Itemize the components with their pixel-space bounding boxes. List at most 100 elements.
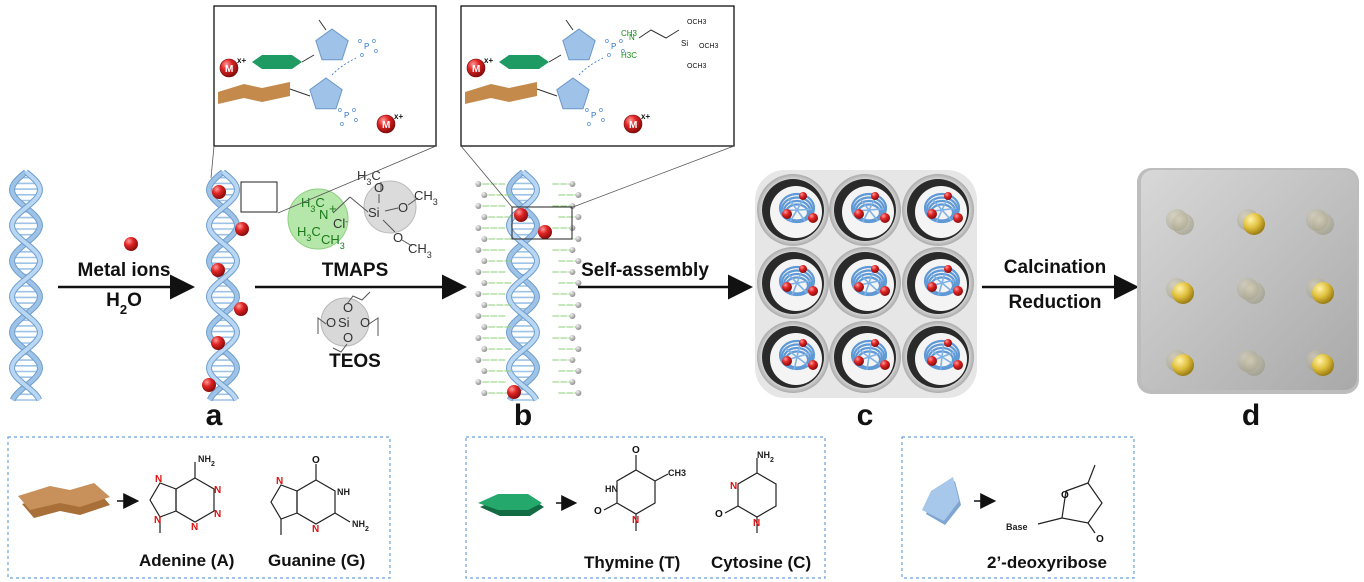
pore-cell bbox=[902, 321, 974, 393]
svg-text:o: o bbox=[360, 52, 364, 59]
svg-text:x+: x+ bbox=[641, 112, 650, 121]
svg-text:O: O bbox=[326, 315, 336, 330]
svg-text:x+: x+ bbox=[237, 56, 246, 65]
dna-helix-with-silica-precursors bbox=[475, 169, 582, 402]
thymine-structure bbox=[603, 455, 669, 531]
svg-text:o: o bbox=[358, 38, 362, 45]
svg-text:x+: x+ bbox=[484, 56, 493, 65]
metal-nanoparticle bbox=[1172, 354, 1194, 376]
svg-text:O: O bbox=[343, 300, 353, 315]
tmaps-structure: H3C N + H3C CH3 Cl- Si O H3C O CH3 O CH3 bbox=[287, 168, 438, 260]
guanine-structure bbox=[270, 464, 351, 535]
metal-ion bbox=[202, 378, 216, 392]
panel-label-c: c bbox=[857, 399, 874, 432]
svg-text:NH2: NH2 bbox=[757, 450, 774, 464]
svg-text:o: o bbox=[354, 117, 358, 124]
svg-text:M: M bbox=[382, 120, 390, 131]
svg-text:Cl-: Cl- bbox=[333, 216, 348, 231]
pyrimidine-shape bbox=[478, 494, 544, 516]
svg-text:o: o bbox=[621, 48, 625, 55]
svg-text:O: O bbox=[393, 230, 403, 245]
svg-text:H3C: H3C bbox=[301, 195, 325, 214]
svg-text:OCH3: OCH3 bbox=[699, 43, 719, 50]
label-metal-ions: Metal ions bbox=[78, 260, 171, 281]
svg-text:CH3: CH3 bbox=[408, 241, 432, 260]
metal-ion bbox=[538, 225, 552, 239]
svg-text:Si: Si bbox=[681, 39, 688, 48]
svg-text:o: o bbox=[601, 117, 605, 124]
svg-text:CH3: CH3 bbox=[668, 468, 686, 478]
svg-text:CH3: CH3 bbox=[621, 29, 638, 38]
svg-text:N: N bbox=[312, 524, 319, 535]
pore-cell bbox=[757, 321, 829, 393]
svg-text:o: o bbox=[619, 38, 623, 45]
svg-text:OCH3: OCH3 bbox=[687, 19, 707, 26]
svg-text:o: o bbox=[585, 107, 589, 114]
svg-text:N: N bbox=[155, 474, 162, 485]
svg-text:N: N bbox=[154, 515, 161, 526]
metal-ion-particle bbox=[124, 237, 138, 251]
svg-text:P: P bbox=[364, 42, 369, 51]
panel-label-b: b bbox=[514, 399, 532, 432]
metal-nanoparticle bbox=[1312, 282, 1334, 304]
label-calcination: Calcination bbox=[1004, 257, 1106, 278]
legend-pyrimidines: O CH3 HN O N NH2 N O N Thymine (T) Cytos… bbox=[465, 436, 826, 579]
metal-ion bbox=[211, 263, 225, 277]
svg-text:H3C: H3C bbox=[297, 224, 321, 243]
calcined-block bbox=[1137, 168, 1359, 394]
cytosine-structure bbox=[724, 458, 777, 533]
svg-text:O: O bbox=[343, 330, 353, 345]
svg-text:O: O bbox=[1061, 490, 1069, 501]
pore-cell bbox=[902, 247, 974, 319]
metal-nanoparticle bbox=[1312, 354, 1334, 376]
svg-text:OCH3: OCH3 bbox=[687, 63, 707, 70]
pore-cell bbox=[829, 321, 901, 393]
dna-helix-with-metal-ions bbox=[202, 169, 249, 402]
svg-text:o: o bbox=[340, 121, 344, 128]
particle-shadow bbox=[1172, 213, 1194, 235]
metal-ion bbox=[514, 208, 528, 222]
panel-label-d: d bbox=[1242, 399, 1260, 432]
svg-text:N: N bbox=[214, 509, 221, 520]
label-thymine: Thymine (T) bbox=[584, 553, 680, 572]
pore-cell bbox=[829, 247, 901, 319]
svg-text:Si: Si bbox=[338, 315, 350, 330]
svg-text:O: O bbox=[374, 180, 384, 195]
mesoporous-pore-array bbox=[755, 170, 977, 398]
svg-text:M: M bbox=[629, 120, 637, 131]
svg-text:N: N bbox=[191, 522, 198, 533]
metal-ion bbox=[507, 385, 521, 399]
svg-text:x+: x+ bbox=[394, 112, 403, 121]
pore-cell bbox=[902, 174, 974, 246]
particle-shadow bbox=[1312, 213, 1334, 235]
svg-text:Si: Si bbox=[368, 205, 380, 220]
label-deoxyribose: 2’-deoxyribose bbox=[987, 553, 1107, 572]
particle-shadow bbox=[1243, 354, 1265, 376]
svg-text:O: O bbox=[398, 200, 408, 215]
label-water: H2O bbox=[106, 290, 142, 317]
svg-text:o: o bbox=[587, 121, 591, 128]
svg-text:N: N bbox=[319, 207, 328, 222]
svg-text:O: O bbox=[360, 315, 370, 330]
deoxyribose-structure bbox=[1037, 464, 1103, 534]
svg-text:M: M bbox=[472, 64, 480, 75]
pore-cell bbox=[757, 247, 829, 319]
svg-text:o: o bbox=[607, 52, 611, 59]
label-teos: TEOS bbox=[329, 351, 381, 372]
svg-text:o: o bbox=[352, 107, 356, 114]
metal-ion bbox=[235, 222, 249, 236]
svg-text:P: P bbox=[344, 111, 349, 120]
metal-ion bbox=[212, 185, 226, 199]
svg-text:o: o bbox=[372, 38, 376, 45]
svg-text:N: N bbox=[753, 518, 760, 529]
svg-text:O: O bbox=[632, 445, 640, 456]
svg-text:H3C: H3C bbox=[357, 168, 381, 187]
teos-structure: Si O O O O bbox=[317, 291, 379, 353]
svg-text:N: N bbox=[730, 481, 737, 492]
metal-ion bbox=[234, 302, 248, 316]
svg-text:CH3: CH3 bbox=[321, 232, 345, 251]
pore-cell bbox=[829, 174, 901, 246]
svg-text:P: P bbox=[611, 42, 616, 51]
svg-text:N: N bbox=[214, 485, 221, 496]
